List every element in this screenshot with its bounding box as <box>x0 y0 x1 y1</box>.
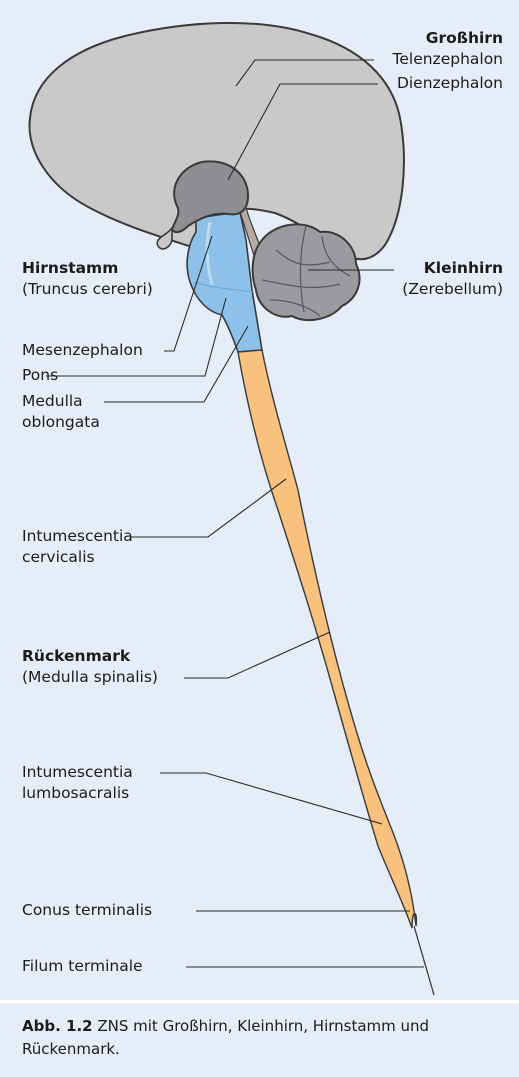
label-conus: Conus terminalis <box>22 900 152 921</box>
label-intumescentia-cerv-1: Intumescentia <box>22 526 133 547</box>
filum-terminale-line <box>414 926 434 995</box>
label-kleinhirn: Kleinhirn <box>424 258 503 279</box>
label-mesenzephalon: Mesenzephalon <box>22 340 143 361</box>
cns-illustration <box>0 0 519 1000</box>
label-intumescentia-lumb-2: lumbosacralis <box>22 783 129 804</box>
label-intumescentia-lumb-1: Intumescentia <box>22 762 133 783</box>
caption-text: Abb. 1.2 ZNS mit Großhirn, Kleinhirn, Hi… <box>22 1015 502 1061</box>
label-dienzephalon: Dienzephalon <box>397 73 503 94</box>
label-grosshirn: Großhirn <box>426 28 503 49</box>
caption-number: Abb. 1.2 <box>22 1017 93 1035</box>
label-medulla-spinalis: (Medulla spinalis) <box>22 667 158 688</box>
label-telenzephalon: Telenzephalon <box>393 49 503 70</box>
label-rueckenmark: Rückenmark <box>22 646 130 667</box>
label-medulla-1: Medulla <box>22 391 83 412</box>
label-intumescentia-cerv-2: cervicalis <box>22 547 95 568</box>
leader-intumescentia-lumb <box>160 773 382 824</box>
leader-pons <box>46 298 226 376</box>
leader-medulla <box>104 326 248 402</box>
label-filum: Filum terminale <box>22 956 143 977</box>
leader-rueckenmark <box>184 632 330 678</box>
figure-caption: Abb. 1.2 ZNS mit Großhirn, Kleinhirn, Hi… <box>0 1000 519 1077</box>
spinal-cord-shape <box>238 350 416 928</box>
label-medulla-2: oblongata <box>22 412 100 433</box>
figure-panel: Großhirn Telenzephalon Dienzephalon Hirn… <box>0 0 519 1000</box>
label-zerebellum: (Zerebellum) <box>402 279 503 300</box>
label-pons: Pons <box>22 365 58 386</box>
label-hirnstamm: Hirnstamm <box>22 258 118 279</box>
leader-intumescentia-cerv <box>130 479 286 537</box>
label-truncus: (Truncus cerebri) <box>22 279 153 300</box>
